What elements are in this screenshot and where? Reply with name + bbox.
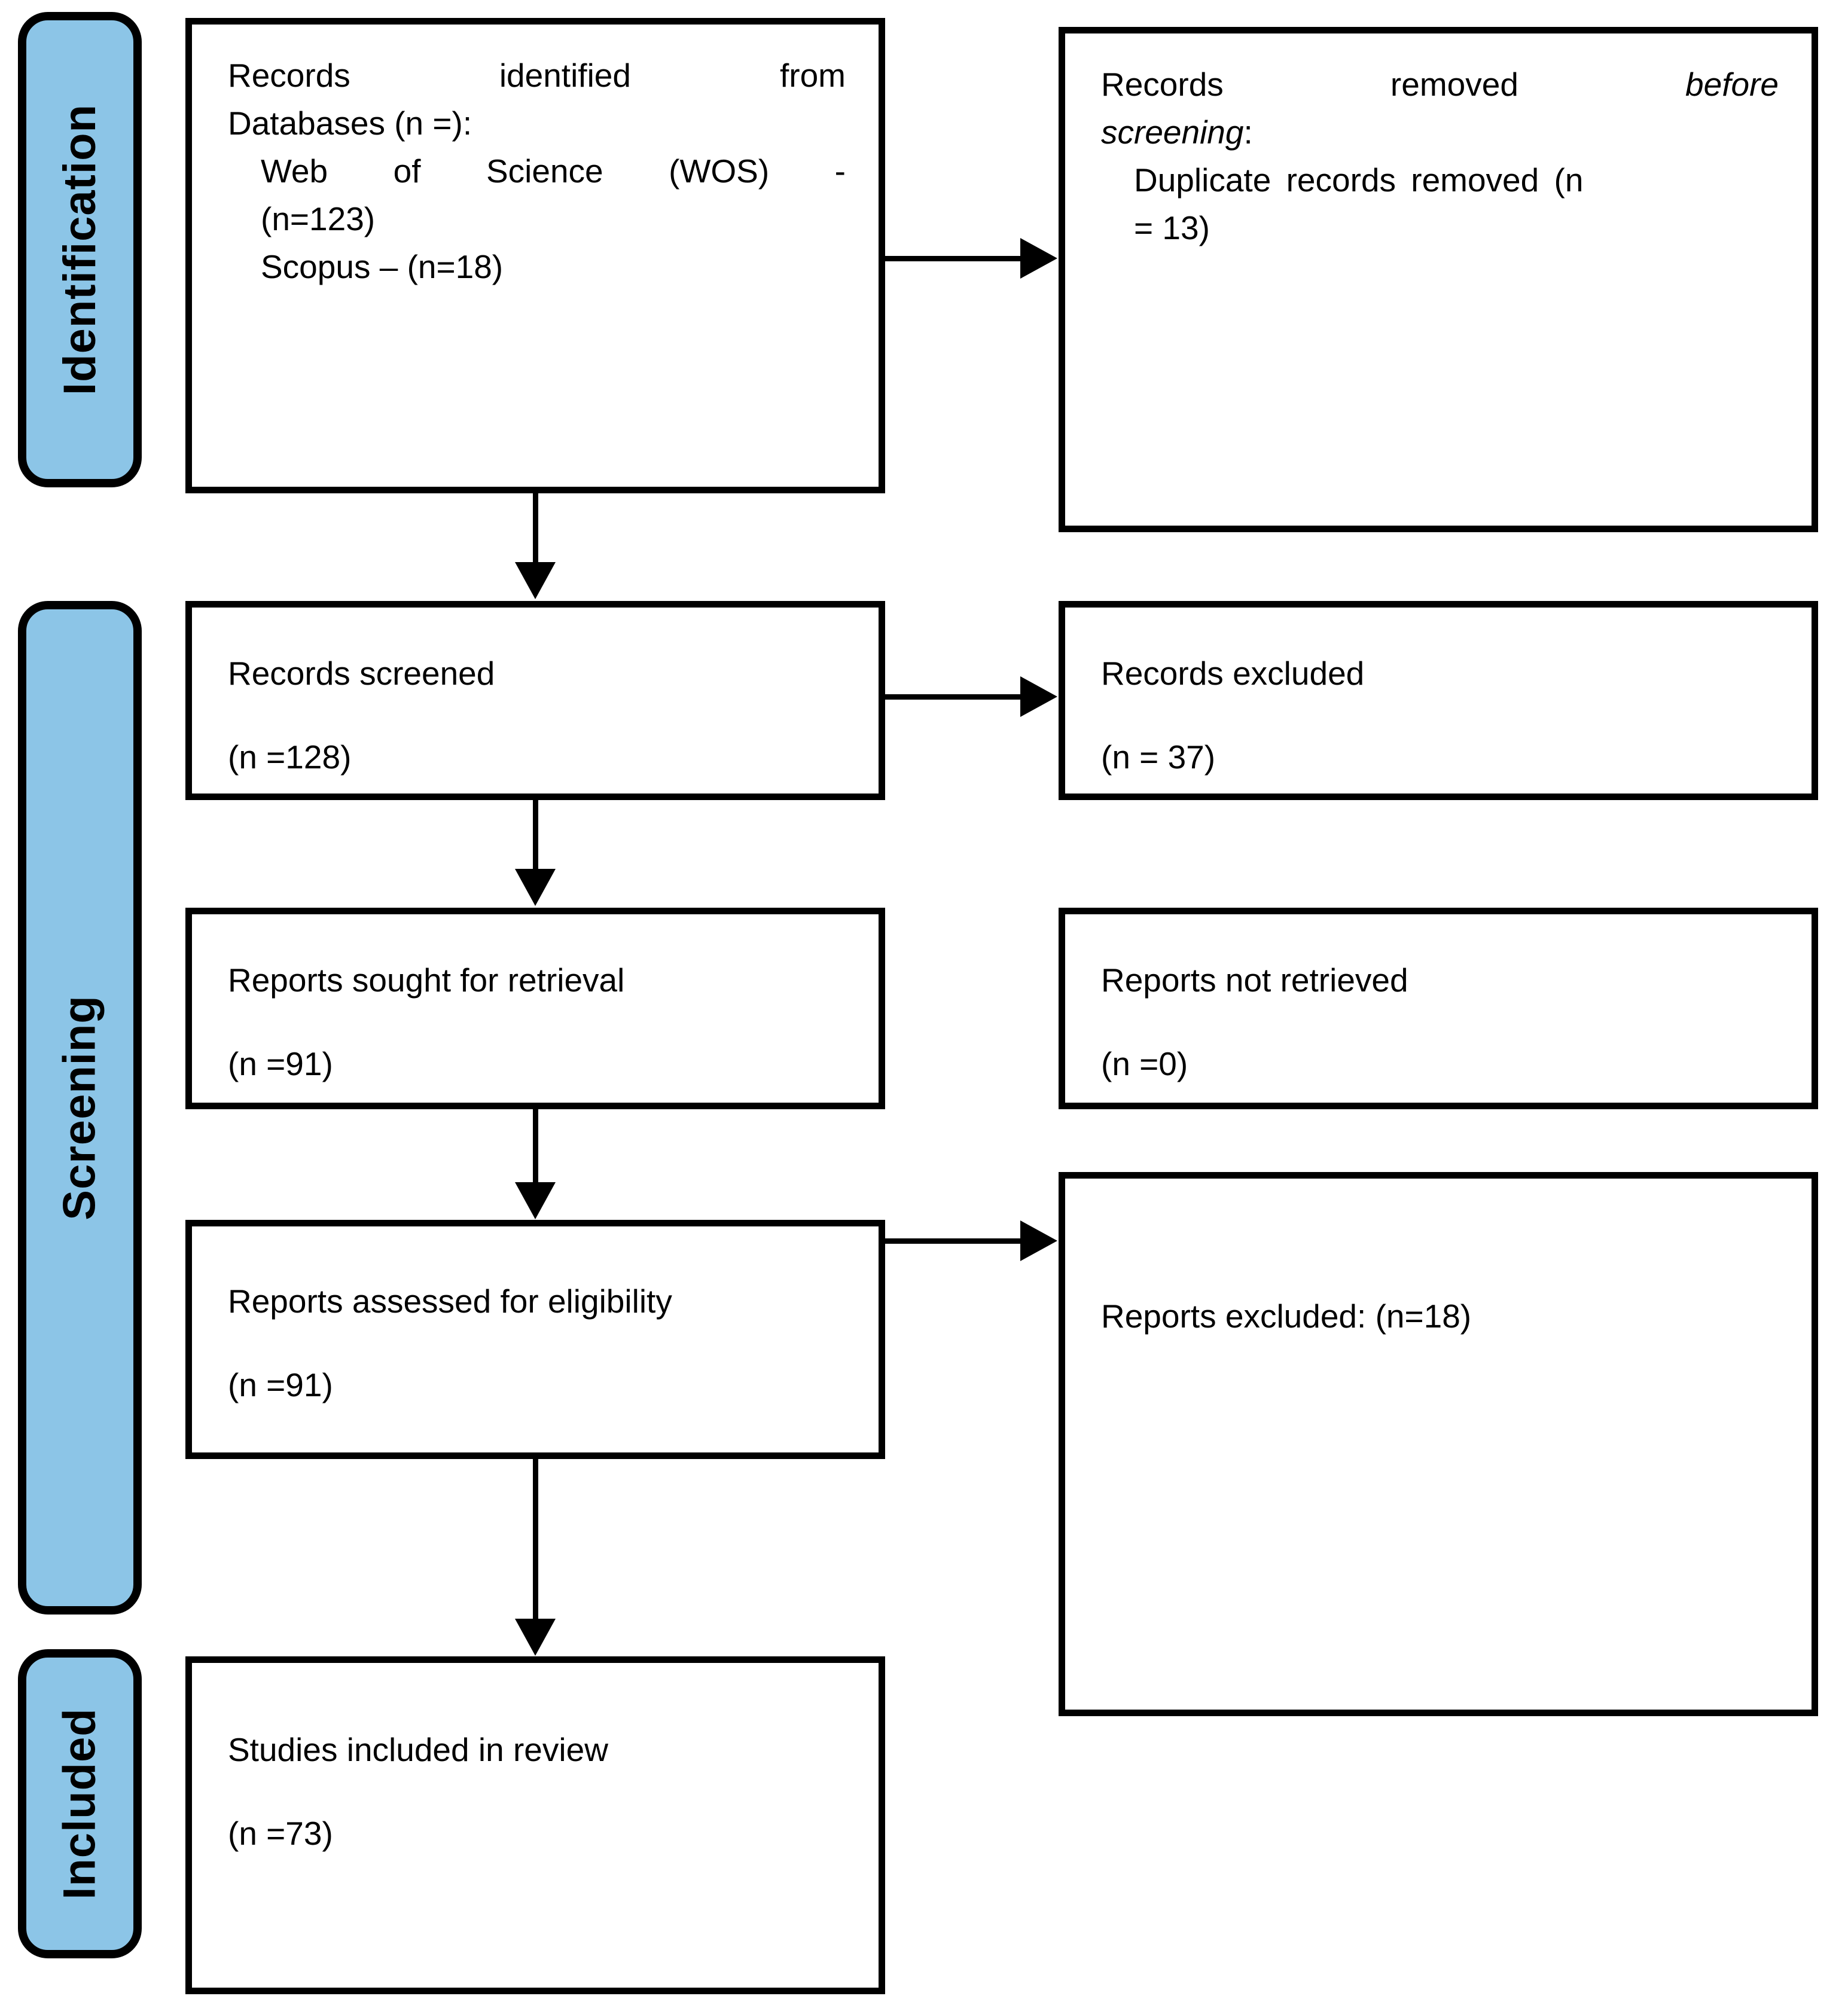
- box-text-line: Scopus – (n=18): [261, 248, 504, 285]
- box-text-segment: Records removed: [1101, 66, 1686, 103]
- stage-screening-label: Screening: [54, 995, 105, 1220]
- box-reports-not-retrieved: Reports not retrieved (n =0): [1059, 908, 1818, 1109]
- arrow-line: [885, 256, 1021, 261]
- box-text-line: (n =91): [228, 1045, 333, 1082]
- box-records-removed-before-screening: Records removed before screening: Duplic…: [1059, 27, 1818, 532]
- stage-identification-label: Identification: [54, 104, 106, 395]
- box-text-line: (n=123): [261, 200, 376, 237]
- box-text-line: Records screened: [228, 655, 495, 692]
- stage-screening: Screening: [18, 601, 142, 1615]
- box-studies-included: Studies included in review (n =73): [185, 1656, 885, 1994]
- box-text-segment-italic: before: [1685, 66, 1779, 103]
- box-text-line: Reports excluded: (n=18): [1101, 1298, 1472, 1335]
- box-text-line: Records excluded: [1101, 655, 1365, 692]
- box-reports-assessed: Reports assessed for eligibility (n =91): [185, 1220, 885, 1459]
- arrow-line: [533, 800, 538, 871]
- arrow-line: [533, 493, 538, 564]
- box-text-line: Web of Science (WOS) -: [261, 152, 846, 190]
- box-reports-sought: Reports sought for retrieval (n =91): [185, 908, 885, 1109]
- arrowhead-down-icon: [515, 562, 556, 599]
- arrowhead-right-icon: [1020, 1220, 1057, 1261]
- box-text-line: Reports not retrieved: [1101, 962, 1408, 999]
- box-text-line: screening:: [1101, 108, 1779, 156]
- box-text-segment-italic: screening: [1101, 114, 1244, 151]
- arrowhead-down-icon: [515, 869, 556, 906]
- box-text-line: Reports sought for retrieval: [228, 962, 625, 999]
- box-text-line: Records removed before: [1101, 60, 1779, 108]
- box-text-line: Studies included in review: [228, 1731, 608, 1768]
- box-reports-excluded: Reports excluded: (n=18): [1059, 1172, 1818, 1716]
- box-text-line: (n =128): [228, 738, 352, 776]
- arrowhead-right-icon: [1020, 676, 1057, 717]
- arrow-line: [885, 1238, 1021, 1244]
- stage-included: Included: [18, 1649, 142, 1958]
- box-records-excluded: Records excluded (n = 37): [1059, 601, 1818, 800]
- arrowhead-down-icon: [515, 1619, 556, 1656]
- box-text-line: Reports assessed for eligibility: [228, 1283, 672, 1320]
- box-text-line: Databases (n =):: [228, 105, 472, 142]
- arrow-line: [533, 1109, 538, 1184]
- box-text-segment: :: [1243, 114, 1253, 151]
- box-text-line: Records identified from: [228, 57, 846, 94]
- box-text-line: (n =0): [1101, 1045, 1188, 1082]
- arrow-line: [885, 694, 1021, 700]
- arrowhead-down-icon: [515, 1182, 556, 1219]
- arrow-line: [533, 1459, 538, 1620]
- stage-included-label: Included: [54, 1708, 105, 1900]
- box-records-identified: Records identified from Databases (n =):…: [185, 18, 885, 493]
- box-text-line: (n =91): [228, 1366, 333, 1403]
- box-text-line: (n =73): [228, 1815, 333, 1852]
- box-text-line: (n = 37): [1101, 738, 1216, 776]
- stage-identification: Identification: [18, 12, 142, 487]
- box-records-screened: Records screened (n =128): [185, 601, 885, 800]
- arrowhead-right-icon: [1020, 238, 1057, 279]
- box-text-line: Duplicate records removed (n: [1134, 161, 1584, 199]
- box-text-line: = 13): [1134, 209, 1210, 246]
